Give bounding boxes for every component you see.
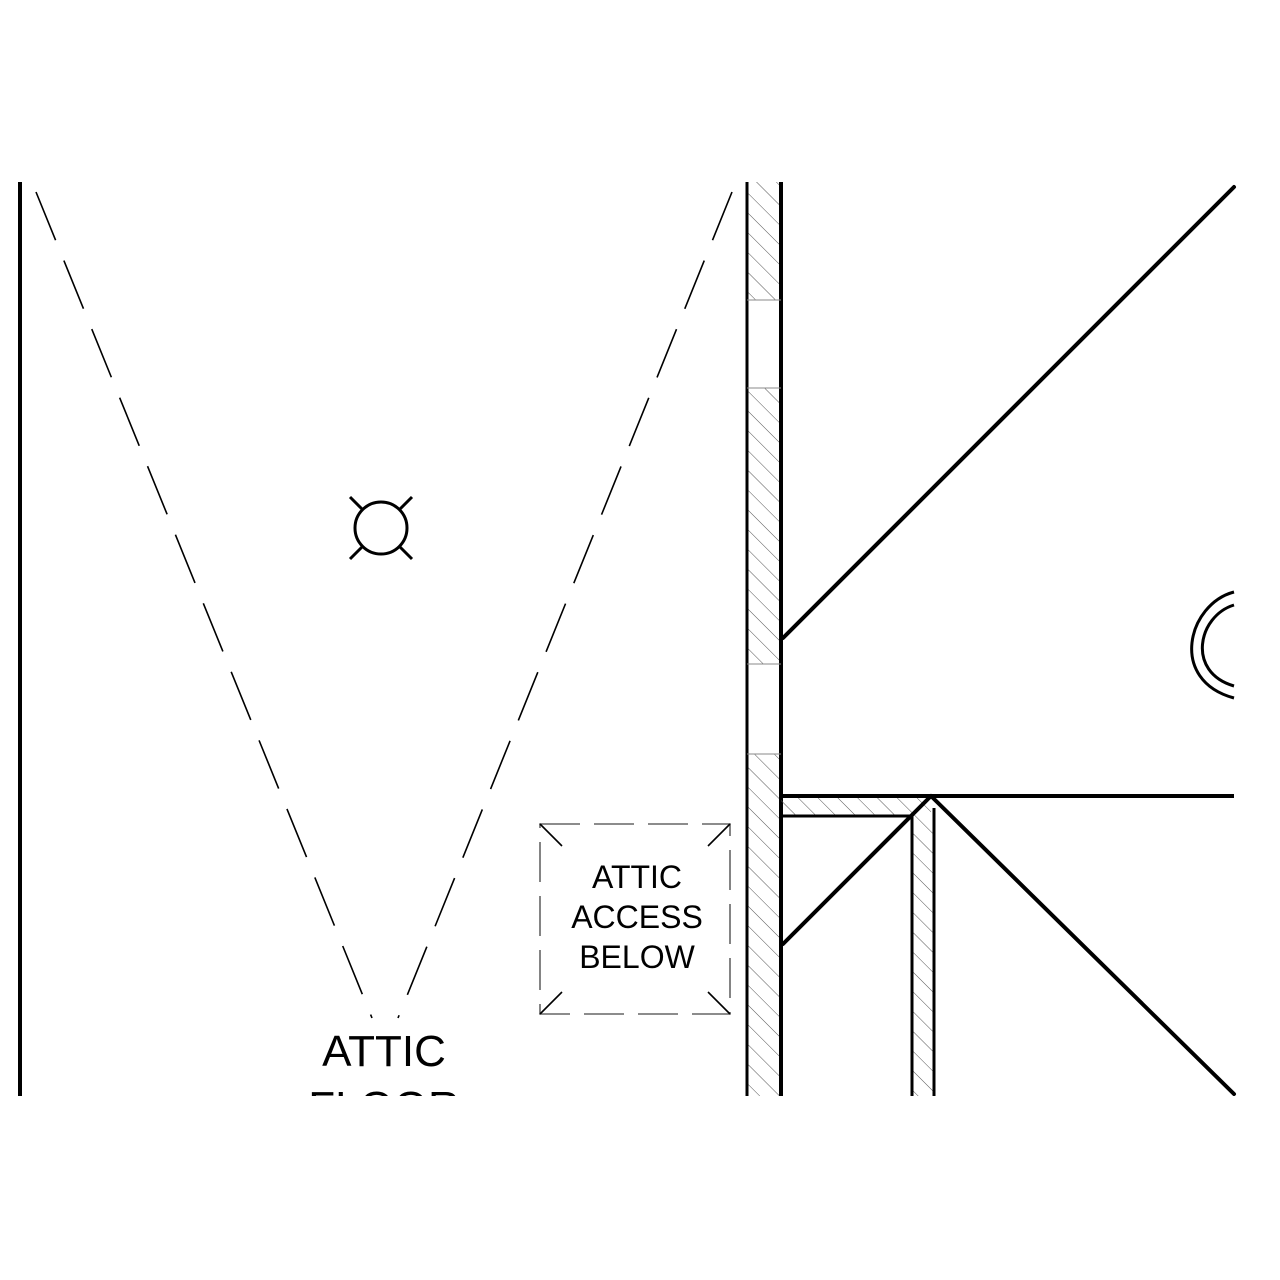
fixture-arc-icon	[1190, 590, 1235, 700]
attic-access-label-line2: ACCESS	[571, 899, 703, 935]
attic-access-label-line1: ATTIC	[592, 859, 682, 895]
hatched-wall-horizontal	[781, 794, 1234, 818]
attic-access-hatch-icon	[539, 823, 731, 1015]
attic-floor-label-line2: FLOOR	[308, 1083, 460, 1132]
ceiling-light-icon	[348, 495, 414, 561]
attic-access-label-line3: BELOW	[579, 939, 695, 975]
dashed-slope-lines	[35, 191, 733, 1019]
attic-floor-label-line1: ATTIC	[322, 1027, 446, 1076]
hatched-wall-vertical	[745, 182, 783, 1096]
hatched-partition	[910, 808, 936, 1096]
roof-hip-lines	[781, 185, 1236, 1096]
